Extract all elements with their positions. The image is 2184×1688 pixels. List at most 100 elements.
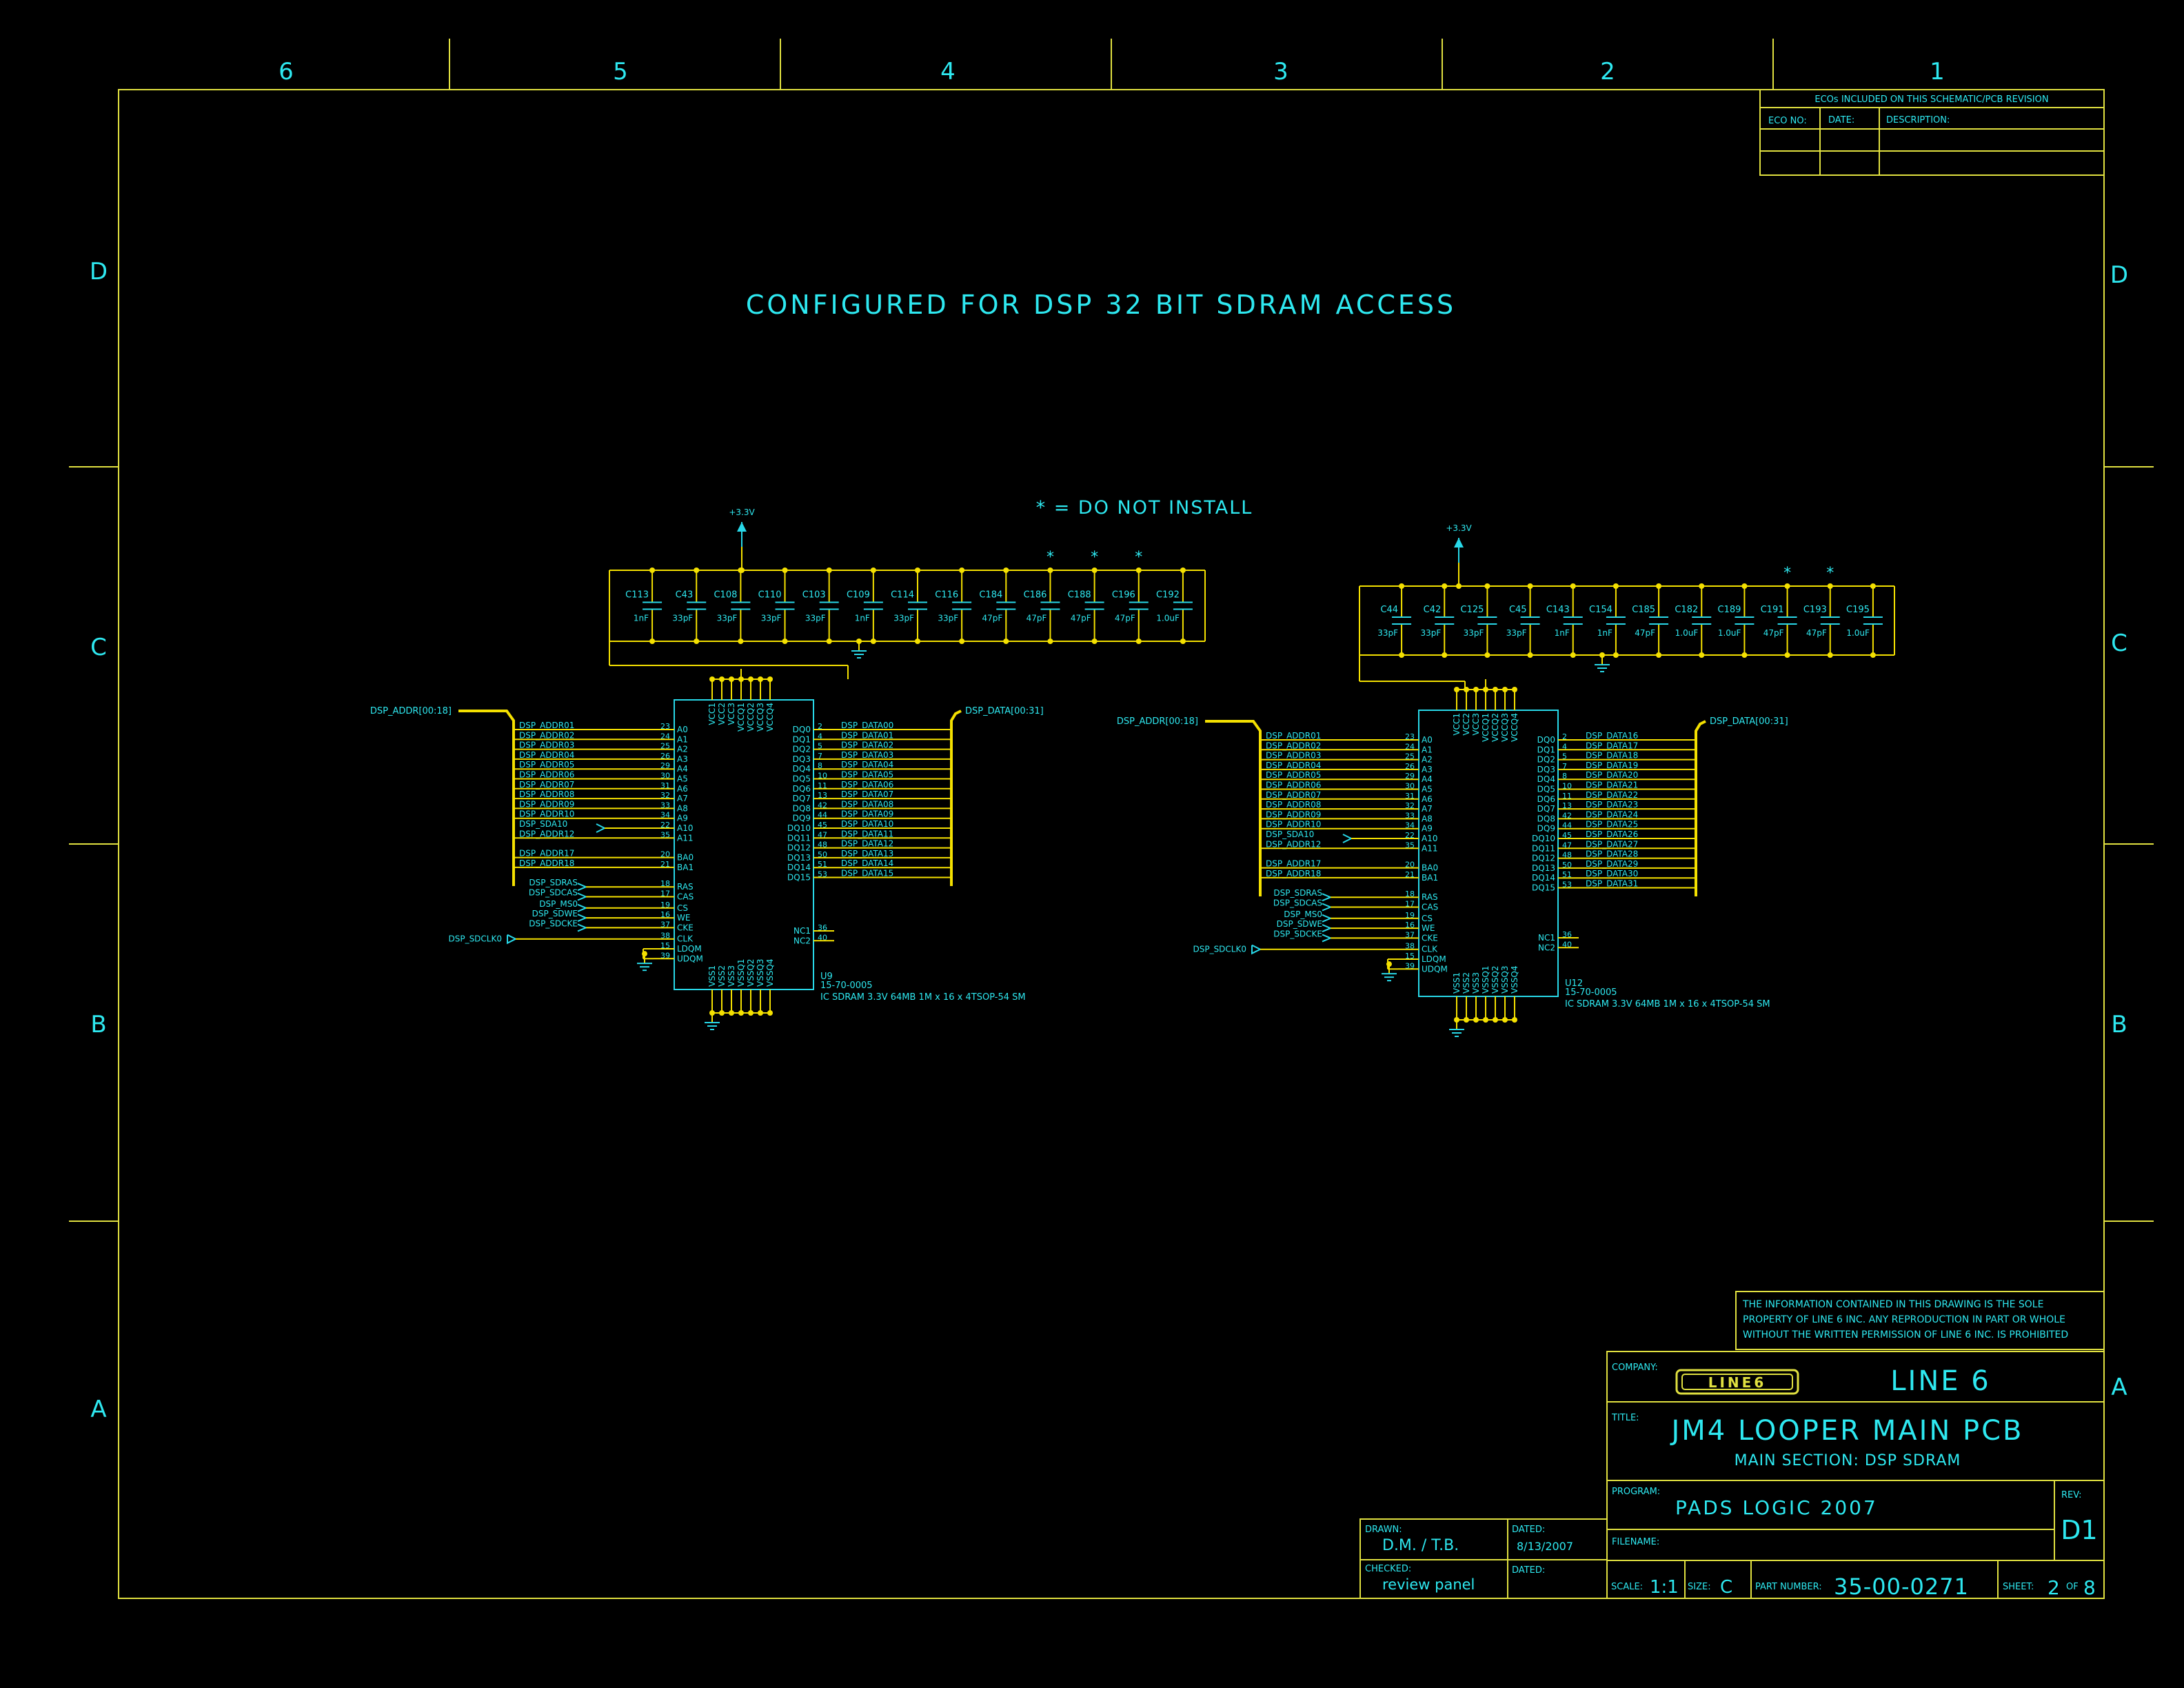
pin-number: 19 xyxy=(660,901,670,910)
rev-label: REV: xyxy=(2061,1490,2081,1500)
capacitor-ref: C196 xyxy=(1112,590,1135,601)
dated-value: 8/13/2007 xyxy=(1517,1540,1573,1553)
dni-mark: * xyxy=(1046,549,1054,566)
pin-number: 30 xyxy=(1405,782,1415,791)
junction-dot xyxy=(1386,961,1392,967)
junction-dot xyxy=(1656,652,1662,658)
row-label: A xyxy=(90,1396,106,1423)
pin-name: VSS2 xyxy=(1462,972,1471,994)
pin-number: 11 xyxy=(818,781,827,790)
sdram-chip: A023A124A225A326A429A530A631A732A833A934… xyxy=(1117,679,1788,1037)
capacitor-value: 47pF xyxy=(1635,628,1655,638)
pin-name: VCCQ4 xyxy=(765,703,775,732)
net-label: DSP_SDRAS xyxy=(1273,888,1322,898)
pin-name: A9 xyxy=(1422,824,1433,834)
capacitor-ref: C108 xyxy=(714,590,737,601)
junction-dot xyxy=(959,639,965,644)
junction-dot xyxy=(1570,583,1576,589)
capacitor-value: 33pF xyxy=(717,614,738,623)
junction-dot xyxy=(1484,583,1490,589)
pin-name: A6 xyxy=(677,784,688,794)
junction-dot xyxy=(1442,583,1448,589)
chip-body xyxy=(1418,710,1559,997)
dni-mark: * xyxy=(1091,549,1098,566)
pin-number: 53 xyxy=(1562,881,1572,890)
pin-name: DQ15 xyxy=(787,873,811,883)
pin-name: RAS xyxy=(677,882,694,892)
net-label: DSP_ADDR01 xyxy=(1266,731,1321,741)
junction-dot xyxy=(694,567,700,573)
capacitor-value: 1.0uF xyxy=(1156,614,1180,623)
chip-part: 15-70-0005 xyxy=(1565,987,1617,998)
pin-name: A3 xyxy=(677,754,688,764)
net-label: DSP_ADDR06 xyxy=(519,770,574,780)
pin-number: 40 xyxy=(818,933,827,942)
pin-name: A11 xyxy=(677,833,693,843)
column-label: 3 xyxy=(1273,58,1288,86)
pin-number: 31 xyxy=(1405,792,1415,801)
address-bus-label: DSP_ADDR[00:18] xyxy=(370,706,452,716)
pin-number: 42 xyxy=(1562,811,1572,820)
net-label: DSP_ADDR05 xyxy=(519,760,574,770)
pin-number: 48 xyxy=(818,841,827,850)
net-label: DSP_ADDR12 xyxy=(1266,839,1321,849)
pin-name: A7 xyxy=(1422,804,1433,814)
junction-dot xyxy=(1180,639,1186,644)
capacitor-value: 47pF xyxy=(982,614,1003,623)
pin-number: 35 xyxy=(1405,841,1415,850)
net-label: DSP_SDA10 xyxy=(519,819,567,829)
pin-name: BA0 xyxy=(677,853,694,863)
net-label: DSP_ADDR08 xyxy=(1266,800,1321,810)
capacitor-ref: C113 xyxy=(625,590,649,601)
dni-note: * = DO NOT INSTALL xyxy=(1036,497,1253,519)
eco-col-no: ECO NO: xyxy=(1768,116,1807,126)
net-label: DSP_DATA27 xyxy=(1586,839,1638,849)
pin-number: 33 xyxy=(1405,811,1415,820)
junction-dot xyxy=(1003,639,1009,644)
net-label: DSP_MS0 xyxy=(539,899,578,909)
pin-number: 22 xyxy=(1405,831,1415,840)
junction-dot xyxy=(1599,652,1605,658)
capacitor-value: 33pF xyxy=(938,614,958,623)
junction-dot xyxy=(915,639,920,644)
pin-number: 2 xyxy=(1562,732,1567,741)
address-bus xyxy=(458,710,515,886)
sheet-heading: CONFIGURED FOR DSP 32 BIT SDRAM ACCESS xyxy=(746,290,1456,320)
pin-name: BA0 xyxy=(1422,863,1438,873)
pin-name: VCCQ2 xyxy=(1490,713,1500,742)
pin-name: A4 xyxy=(677,764,688,774)
clock-net-label: DSP_SDCLK0 xyxy=(448,934,502,944)
column-label: 2 xyxy=(1600,58,1615,86)
pin-number: 39 xyxy=(660,951,670,960)
pin-name: CAS xyxy=(677,892,694,902)
net-label: DSP_SDCKE xyxy=(529,918,578,928)
pin-name: A1 xyxy=(677,734,688,744)
rev-value: D1 xyxy=(2061,1515,2097,1545)
pin-name: VCC1 xyxy=(1452,713,1462,736)
svg-text:LINE6: LINE6 xyxy=(1708,1374,1767,1391)
net-label: DSP_DATA26 xyxy=(1586,830,1638,839)
junction-dot xyxy=(1827,583,1833,589)
address-bus-label: DSP_ADDR[00:18] xyxy=(1117,716,1198,727)
pin-name: DQ14 xyxy=(787,863,811,872)
scale-label: SCALE: xyxy=(1611,1582,1643,1592)
pin-name: A2 xyxy=(1422,755,1433,765)
chip-ref: U9 xyxy=(820,972,833,982)
pin-number: 11 xyxy=(1562,792,1572,801)
pin-number: 38 xyxy=(1405,942,1415,951)
pin-number: 44 xyxy=(1562,821,1572,830)
title-block: LINE6 COMPANY: LINE 6 TITLE: JM4 LOOPER … xyxy=(1359,1351,2105,1600)
junction-dot xyxy=(1135,639,1142,644)
pin-name: RAS xyxy=(1422,892,1438,902)
row-label: A xyxy=(2111,1374,2127,1401)
program-value: PADS LOGIC 2007 xyxy=(1675,1496,1878,1519)
drawing-subtitle: MAIN SECTION: DSP SDRAM xyxy=(1735,1452,1961,1469)
capacitor-value: 33pF xyxy=(1377,628,1398,638)
pin-name: VCC2 xyxy=(717,703,727,725)
pin-number: 7 xyxy=(818,752,822,761)
pin-number: 45 xyxy=(1562,831,1572,840)
